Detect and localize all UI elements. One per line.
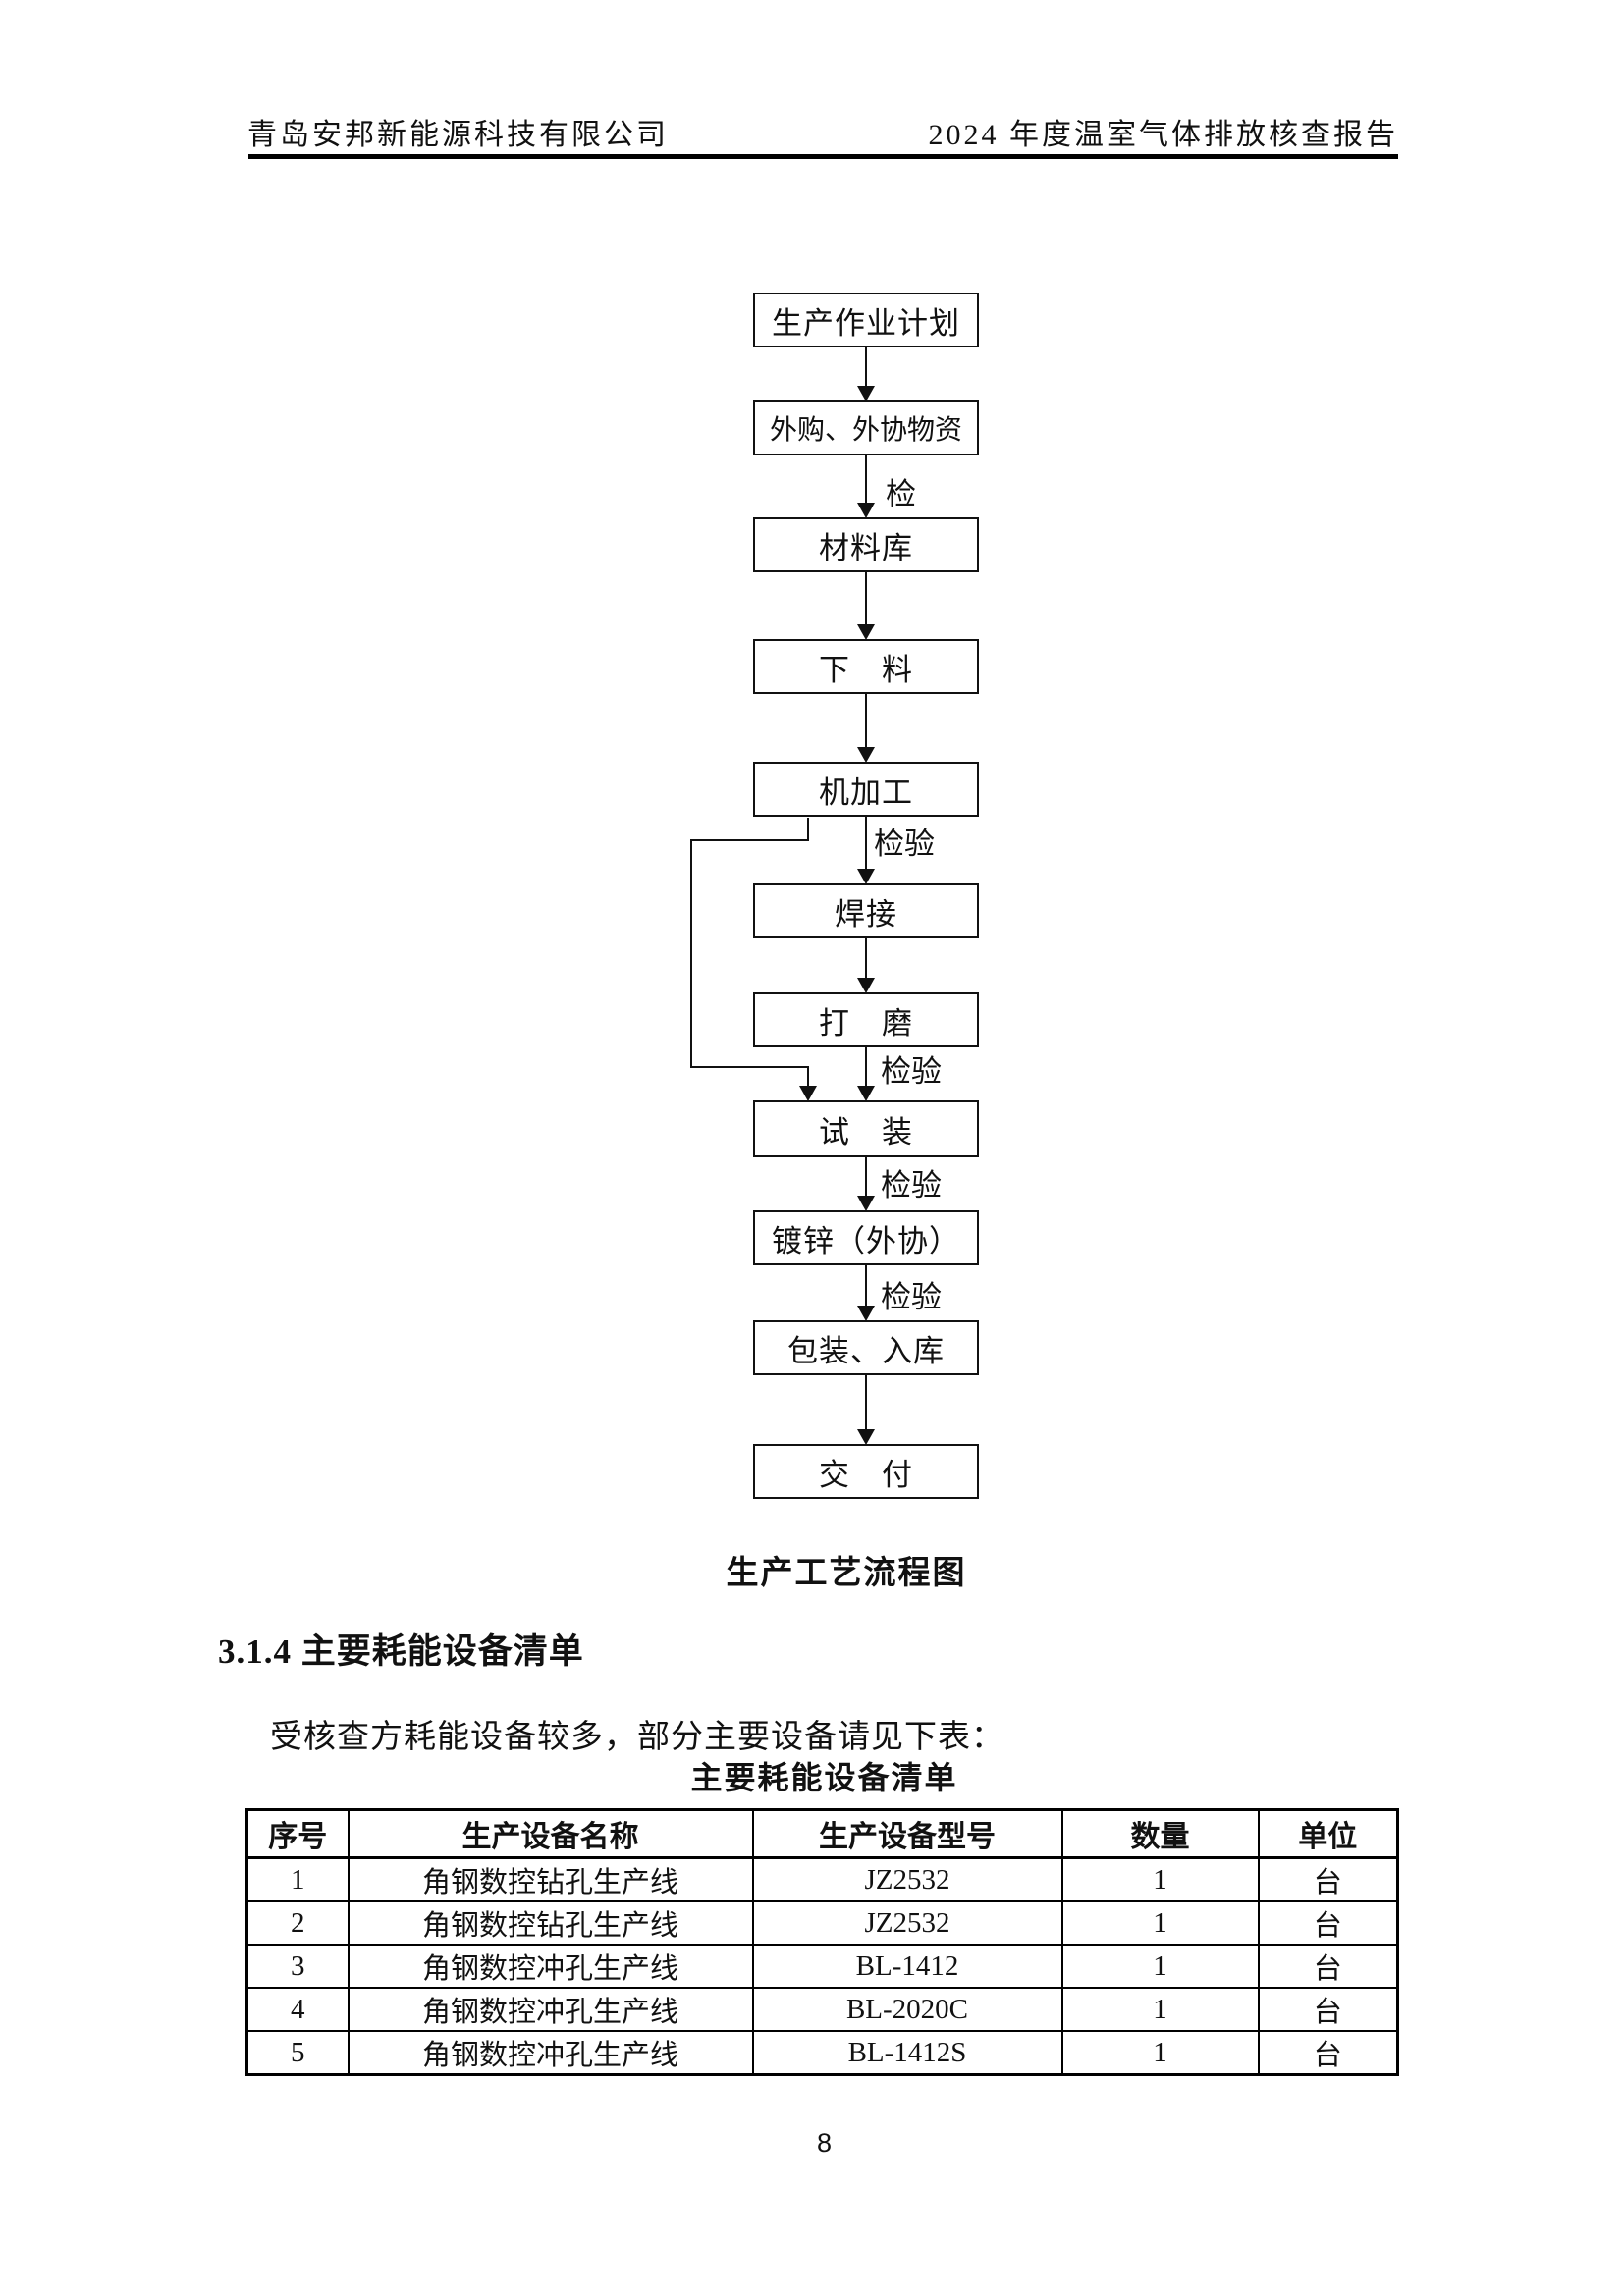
table-row: 4 角钢数控冲孔生产线 BL-2020C 1 台 [245, 1987, 1399, 2032]
cell-unit: 台 [1257, 1856, 1399, 1902]
col-header-equipment-model: 生产设备型号 [751, 1808, 1063, 1859]
col-header-quantity: 数量 [1060, 1808, 1260, 1859]
page-number: 8 [816, 2128, 833, 2158]
section-intro-paragraph: 受核查方耗能设备较多，部分主要设备请见下表： [270, 1720, 1004, 1755]
flow-bypass-segment [807, 818, 809, 841]
cell-equipment-name: 角钢数控钻孔生产线 [347, 1856, 754, 1902]
inspection-label: 检验 [881, 1054, 942, 1089]
flow-arrow-line [865, 1375, 867, 1429]
flow-arrow-head [857, 747, 875, 763]
header-company: 青岛安邦新能源科技有限公司 [247, 119, 669, 151]
cell-index: 4 [245, 1987, 350, 2032]
flow-node-packing-storage: 包装、入库 [753, 1320, 979, 1375]
table-header-row: 序号 生产设备名称 生产设备型号 数量 单位 [245, 1808, 1399, 1859]
flow-bypass-segment [690, 839, 809, 841]
cell-equipment-model: BL-2020C [751, 1987, 1063, 2032]
cell-quantity: 1 [1060, 2030, 1260, 2076]
flow-arrow-line [865, 1264, 867, 1306]
cell-index: 2 [245, 1900, 350, 1946]
flow-node-delivery: 交 付 [753, 1444, 979, 1499]
flow-arrow-line [865, 571, 867, 624]
flow-arrow-head [857, 1196, 875, 1211]
header-report-title: 2024 年度温室气体排放核查报告 [928, 119, 1398, 151]
cell-equipment-model: BL-1412S [751, 2030, 1063, 2076]
flow-arrow-line [865, 1046, 867, 1086]
cell-equipment-name: 角钢数控冲孔生产线 [347, 1987, 754, 2032]
flow-arrow-line [865, 693, 867, 747]
flow-node-machining: 机加工 [753, 762, 979, 817]
flow-node-production-plan: 生产作业计划 [753, 293, 979, 347]
flow-arrow-head [857, 1086, 875, 1101]
col-header-index: 序号 [245, 1808, 350, 1859]
inspection-label: 检验 [881, 1168, 942, 1202]
flow-arrow-head [857, 869, 875, 884]
inspection-label: 检验 [874, 827, 935, 861]
cell-equipment-name: 角钢数控钻孔生产线 [347, 1900, 754, 1946]
equipment-table: 序号 生产设备名称 生产设备型号 数量 单位 1 角钢数控钻孔生产线 JZ253… [245, 1808, 1399, 2076]
inspection-label: 检 [886, 477, 916, 511]
flow-arrow-head [857, 624, 875, 640]
flow-arrow-line [865, 347, 867, 388]
table-title: 主要耗能设备清单 [690, 1760, 958, 1795]
cell-unit: 台 [1257, 1900, 1399, 1946]
flow-arrow-head [857, 1429, 875, 1445]
section-heading: 3.1.4 主要耗能设备清单 [218, 1632, 584, 1671]
col-header-equipment-name: 生产设备名称 [347, 1808, 754, 1859]
flow-arrow-head [857, 386, 875, 401]
flow-arrow-line [865, 455, 867, 503]
cell-index: 1 [245, 1856, 350, 1902]
col-header-unit: 单位 [1257, 1808, 1399, 1859]
cell-equipment-name: 角钢数控冲孔生产线 [347, 2030, 754, 2076]
flow-node-trial-assembly: 试 装 [753, 1100, 979, 1157]
flow-node-welding: 焊接 [753, 883, 979, 938]
header-rule [248, 154, 1398, 159]
table-row: 2 角钢数控钻孔生产线 JZ2532 1 台 [245, 1900, 1399, 1946]
cell-quantity: 1 [1060, 1944, 1260, 1989]
cell-equipment-model: JZ2532 [751, 1900, 1063, 1946]
flow-bypass-segment [807, 1066, 809, 1086]
flow-bypass-arrow-head [799, 1086, 817, 1101]
table-row: 5 角钢数控冲孔生产线 BL-1412S 1 台 [245, 2030, 1399, 2076]
cell-equipment-model: BL-1412 [751, 1944, 1063, 1989]
flow-arrow-head [857, 503, 875, 518]
flow-arrow-line [865, 938, 867, 978]
flow-arrow-head [857, 978, 875, 993]
cell-unit: 台 [1257, 1944, 1399, 1989]
flow-arrow-head [857, 1306, 875, 1321]
cell-equipment-model: JZ2532 [751, 1856, 1063, 1902]
cell-quantity: 1 [1060, 1987, 1260, 2032]
flow-node-purchased-materials: 外购、外协物资 [753, 400, 979, 455]
flow-arrow-line [865, 817, 867, 869]
flow-node-grinding: 打 磨 [753, 992, 979, 1047]
flow-bypass-segment [690, 1066, 809, 1068]
flow-bypass-segment [690, 839, 692, 1068]
cell-unit: 台 [1257, 2030, 1399, 2076]
table-row: 3 角钢数控冲孔生产线 BL-1412 1 台 [245, 1944, 1399, 1989]
cell-quantity: 1 [1060, 1900, 1260, 1946]
inspection-label: 检验 [881, 1280, 942, 1314]
cell-quantity: 1 [1060, 1856, 1260, 1902]
cell-index: 3 [245, 1944, 350, 1989]
table-row: 1 角钢数控钻孔生产线 JZ2532 1 台 [245, 1856, 1399, 1902]
cell-unit: 台 [1257, 1987, 1399, 2032]
cell-index: 5 [245, 2030, 350, 2076]
cell-equipment-name: 角钢数控冲孔生产线 [347, 1944, 754, 1989]
flow-arrow-line [865, 1156, 867, 1196]
flow-node-galvanizing: 镀锌（外协） [753, 1210, 979, 1265]
flowchart-caption: 生产工艺流程图 [726, 1556, 967, 1591]
flow-node-cutting: 下 料 [753, 639, 979, 694]
flow-node-material-warehouse: 材料库 [753, 517, 979, 572]
